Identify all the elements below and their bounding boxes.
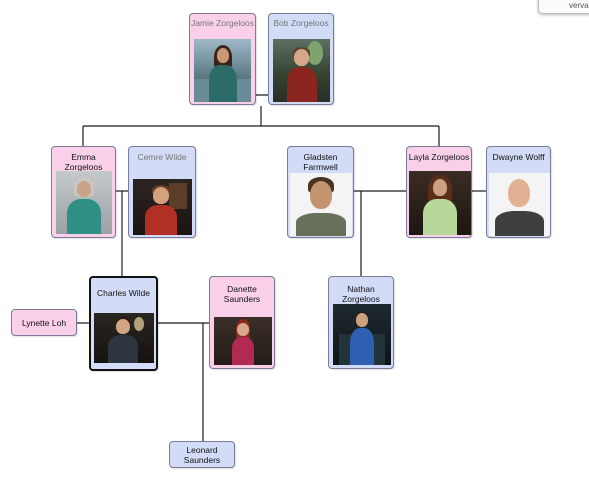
person-card-danette[interactable]: Danette Saunders (209, 276, 275, 369)
person-name: Layla Zorgeloos (408, 152, 470, 162)
person-name: Danette Saunders (223, 284, 261, 304)
person-portrait (273, 39, 330, 102)
person-portrait (333, 304, 391, 365)
person-portrait (214, 317, 272, 365)
person-card-lynette[interactable]: Lynette Loh (11, 309, 77, 336)
person-portrait (409, 171, 471, 235)
person-card-nathan[interactable]: Nathan Zorgeloos (328, 276, 394, 369)
person-card-dwayne[interactable]: Dwayne Wolff (486, 146, 551, 238)
corner-window-edge: vervar (538, 0, 589, 14)
person-card-emma[interactable]: Emma Zorgeloos (51, 146, 116, 238)
person-card-leonard[interactable]: Leonard Saunders (169, 441, 235, 468)
person-name: Emma Zorgeloos (64, 152, 103, 172)
person-name: Cemre Wilde (137, 152, 187, 162)
person-name: Leonard Saunders (183, 445, 221, 465)
person-name: Lynette Loh (21, 318, 67, 328)
person-name: Gladsten Farmwell (303, 152, 338, 172)
person-card-jamie[interactable]: Jamie Zorgeloos (189, 13, 256, 105)
person-portrait (94, 313, 154, 363)
person-card-layla[interactable]: Layla Zorgeloos (406, 146, 472, 238)
person-card-charles[interactable]: Charles Wilde (89, 276, 158, 371)
person-portrait (133, 179, 192, 235)
person-card-gladsten[interactable]: Gladsten Farmwell (287, 146, 354, 238)
person-name: Bob Zorgeloos (273, 18, 329, 28)
corner-label: vervar (569, 1, 589, 10)
person-portrait (290, 173, 352, 236)
person-portrait (489, 173, 550, 236)
person-portrait (56, 171, 112, 234)
person-name: Dwayne Wolff (492, 152, 545, 162)
person-name: Charles Wilde (97, 288, 150, 298)
person-name: Nathan Zorgeloos (342, 284, 380, 304)
person-name: Jamie Zorgeloos (191, 18, 254, 28)
person-card-cemre[interactable]: Cemre Wilde (128, 146, 196, 238)
person-card-bob[interactable]: Bob Zorgeloos (268, 13, 334, 105)
person-portrait (194, 39, 251, 102)
